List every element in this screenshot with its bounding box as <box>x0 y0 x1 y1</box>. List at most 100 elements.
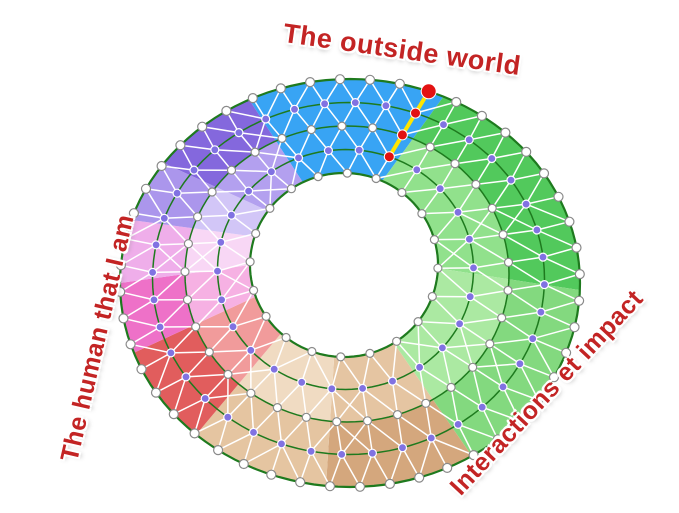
mesh-node[interactable] <box>427 291 437 302</box>
mesh-node[interactable] <box>189 428 200 439</box>
mesh-node[interactable] <box>429 235 439 245</box>
mesh-node[interactable] <box>246 345 256 355</box>
mesh-node[interactable] <box>156 160 167 172</box>
mesh-node[interactable] <box>354 145 364 155</box>
mesh-node[interactable] <box>261 311 271 321</box>
mesh-node[interactable] <box>381 101 391 111</box>
mesh-node[interactable] <box>468 450 479 461</box>
mesh-node[interactable] <box>539 280 550 290</box>
mesh-node[interactable] <box>435 184 445 194</box>
mesh-node[interactable] <box>276 439 287 449</box>
mesh-node[interactable] <box>249 285 259 295</box>
mesh-node[interactable] <box>166 348 176 358</box>
mesh-node[interactable] <box>269 364 279 374</box>
mesh-node[interactable] <box>272 403 282 413</box>
mesh-node[interactable] <box>246 388 256 398</box>
mesh-node[interactable] <box>521 146 532 157</box>
mesh-node[interactable] <box>397 443 408 453</box>
mesh-node[interactable] <box>569 322 580 333</box>
mesh-node[interactable] <box>498 230 508 240</box>
mesh-node[interactable] <box>532 225 542 235</box>
mesh-node[interactable] <box>468 362 478 372</box>
mesh-node[interactable] <box>306 125 316 135</box>
mesh-node[interactable] <box>487 203 497 213</box>
mesh-node[interactable] <box>275 83 286 94</box>
mesh-node[interactable] <box>387 376 398 386</box>
mesh-node[interactable] <box>426 433 436 443</box>
mesh-node[interactable] <box>247 92 258 104</box>
mesh-node[interactable] <box>368 123 378 133</box>
mesh-node[interactable] <box>528 334 538 344</box>
mesh-node[interactable] <box>261 114 271 124</box>
mesh-node[interactable] <box>168 409 179 420</box>
mesh-node[interactable] <box>118 313 129 324</box>
mesh-node[interactable] <box>226 165 237 175</box>
mesh-node[interactable] <box>553 191 564 202</box>
mesh-node[interactable] <box>538 252 548 262</box>
mesh-node[interactable] <box>506 175 516 185</box>
mesh-node[interactable] <box>397 187 407 198</box>
mesh-node[interactable] <box>560 347 572 358</box>
mesh-node[interactable] <box>226 210 236 220</box>
mesh-node[interactable] <box>277 133 287 143</box>
mesh-node[interactable] <box>149 295 159 305</box>
mesh-node[interactable] <box>159 213 169 223</box>
mesh-node[interactable] <box>394 78 405 89</box>
mesh-node[interactable] <box>392 336 402 346</box>
mesh-node[interactable] <box>362 416 373 426</box>
mesh-node[interactable] <box>453 419 463 429</box>
mesh-node[interactable] <box>128 208 139 219</box>
mesh-node[interactable] <box>421 398 431 408</box>
mesh-node[interactable] <box>265 203 275 213</box>
highlight-node[interactable] <box>410 107 421 119</box>
mesh-node[interactable] <box>438 119 449 130</box>
mesh-node[interactable] <box>415 362 425 372</box>
mesh-node[interactable] <box>155 322 165 332</box>
mesh-node[interactable] <box>367 448 377 458</box>
mesh-node[interactable] <box>248 427 259 437</box>
mesh-node[interactable] <box>306 446 316 456</box>
mesh-node[interactable] <box>564 216 575 227</box>
mesh-node[interactable] <box>266 167 276 177</box>
mesh-node[interactable] <box>365 348 375 358</box>
mesh-node[interactable] <box>334 74 346 85</box>
mesh-node[interactable] <box>514 415 525 426</box>
mesh-node[interactable] <box>223 369 233 379</box>
mesh-node[interactable] <box>392 410 403 420</box>
mesh-node[interactable] <box>574 269 585 280</box>
highlight-node[interactable] <box>396 129 408 141</box>
mesh-node[interactable] <box>464 135 474 145</box>
mesh-node[interactable] <box>342 168 352 178</box>
mesh-node[interactable] <box>281 332 291 343</box>
mesh-node[interactable] <box>251 228 261 239</box>
mesh-node[interactable] <box>175 140 186 151</box>
mesh-node[interactable] <box>498 382 508 392</box>
mesh-node[interactable] <box>468 263 479 273</box>
mesh-node[interactable] <box>150 387 162 398</box>
mesh-node[interactable] <box>500 127 511 138</box>
mesh-node[interactable] <box>573 295 585 306</box>
mesh-node[interactable] <box>350 97 360 108</box>
mesh-node[interactable] <box>548 372 560 383</box>
mesh-node[interactable] <box>295 477 306 488</box>
mesh-node[interactable] <box>221 105 232 117</box>
mesh-node[interactable] <box>332 417 342 427</box>
highlight-node[interactable] <box>420 83 437 100</box>
mesh-node[interactable] <box>477 402 487 412</box>
mesh-node[interactable] <box>371 173 381 184</box>
mesh-node[interactable] <box>182 295 193 305</box>
mesh-node[interactable] <box>193 212 203 222</box>
mesh-node[interactable] <box>191 322 201 332</box>
mesh-node[interactable] <box>244 186 254 196</box>
mesh-node[interactable] <box>136 364 147 375</box>
mesh-node[interactable] <box>464 234 474 244</box>
mesh-node[interactable] <box>485 339 495 349</box>
mesh-node[interactable] <box>207 187 217 197</box>
mesh-node[interactable] <box>337 449 347 459</box>
mesh-node[interactable] <box>115 260 127 271</box>
mesh-node[interactable] <box>492 434 503 445</box>
mesh-node[interactable] <box>437 343 447 353</box>
mesh-node[interactable] <box>297 377 307 387</box>
mesh-node[interactable] <box>223 412 233 422</box>
mesh-node[interactable] <box>148 267 158 277</box>
